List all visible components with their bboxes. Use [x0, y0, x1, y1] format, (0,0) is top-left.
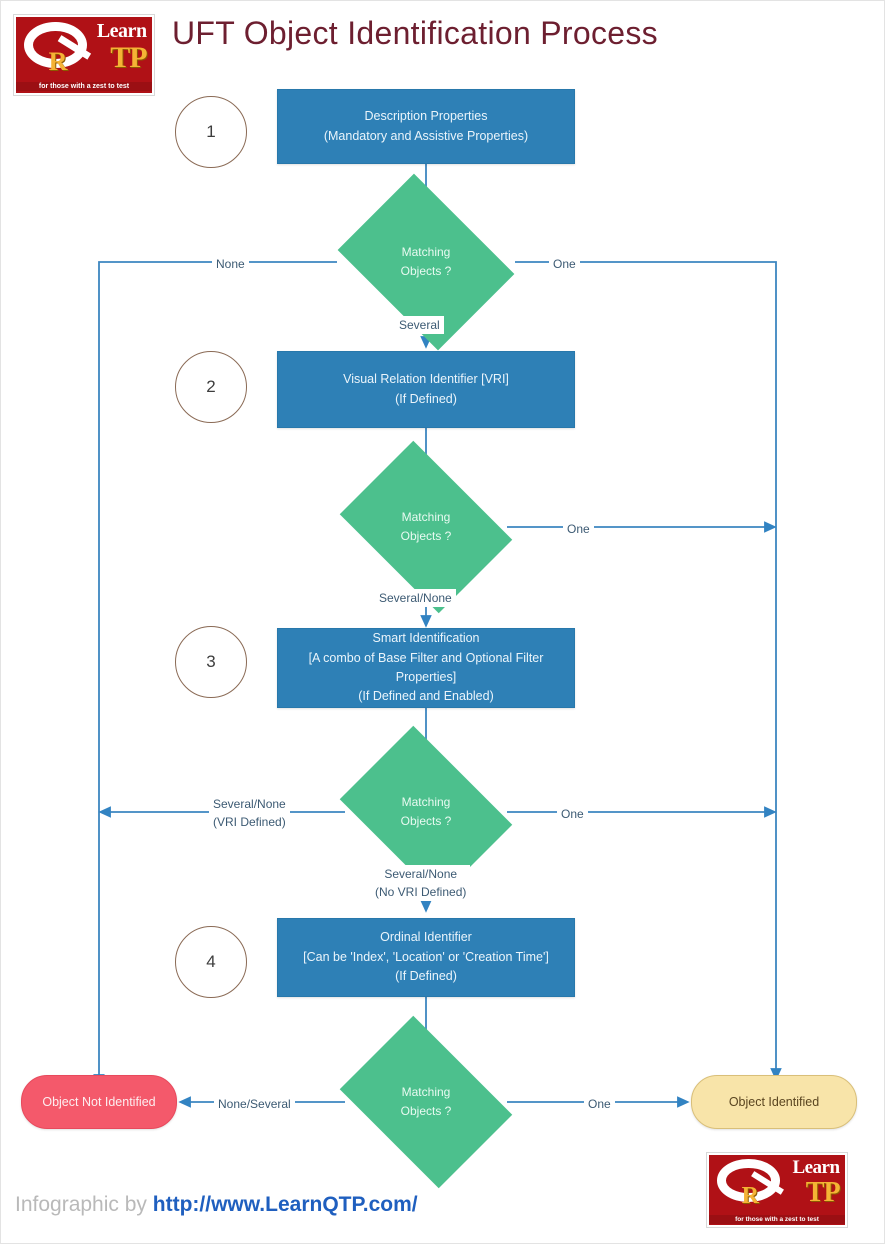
process-box-4-line1: Ordinal Identifier — [380, 930, 472, 945]
process-box-1-line1: Description Properties — [364, 109, 488, 124]
logo-learn-text: Learn — [96, 19, 147, 42]
footer-prefix: Infographic by — [15, 1193, 153, 1216]
process-box-4-line3: (If Defined) — [395, 969, 457, 984]
edge-label-d3-left: Several/None (VRI Defined) — [209, 795, 290, 831]
process-box-1-line2: (Mandatory and Assistive Properties) — [323, 128, 529, 143]
process-box-2-line1: Visual Relation Identifier [VRI] — [343, 372, 509, 387]
decision-2-line1: Matching — [401, 510, 451, 525]
terminal-object-identified[interactable]: Object Identified — [691, 1075, 857, 1129]
decision-diamond-2[interactable]: Matching Objects ? — [339, 440, 513, 614]
edge-label-d3-down-line2: (No VRI Defined) — [375, 885, 467, 899]
step-circle-3: 3 — [175, 626, 247, 698]
edge-label-d1-several: Several — [395, 316, 444, 334]
logo-top-area: Learn — [16, 17, 152, 76]
process-box-smart-identification[interactable]: Smart Identification [A combo of Base Fi… — [277, 628, 575, 708]
logo-footer-top-area: Learn — [709, 1155, 845, 1210]
logo-footer-r-letter: R — [741, 1183, 759, 1210]
terminal-object-not-identified[interactable]: Object Not Identified — [21, 1075, 177, 1129]
step-circle-2: 2 — [175, 351, 247, 423]
decision-diamond-4[interactable]: Matching Objects ? — [339, 1015, 513, 1189]
decision-diamond-1[interactable]: Matching Objects ? — [337, 173, 515, 351]
footer-link[interactable]: http://www.LearnQTP.com/ — [152, 1193, 418, 1216]
edge-label-d3-left-line1: Several/None — [213, 797, 286, 811]
edge-label-d1-one: One — [549, 255, 580, 273]
step-circle-1: 1 — [175, 96, 247, 168]
logo-footer-learn-text: Learn — [792, 1157, 840, 1179]
process-box-3-line1: Smart Identification — [372, 631, 480, 646]
edge-label-d4-one: One — [584, 1095, 615, 1113]
logo-q-letter — [24, 21, 87, 68]
decision-diamond-3[interactable]: Matching Objects ? — [339, 725, 513, 899]
process-box-ordinal-identifier[interactable]: Ordinal Identifier [Can be 'Index', 'Loc… — [277, 918, 575, 997]
logo-r-letter: R — [48, 46, 68, 76]
footer-credit: Infographic by http://www.LearnQTP.com/ — [15, 1193, 418, 1217]
edge-label-d2-one: One — [563, 520, 594, 538]
process-box-4-line2: [Can be 'Index', 'Location' or 'Creation… — [303, 949, 549, 964]
decision-3-line1: Matching — [401, 795, 451, 810]
decision-2-line2: Objects ? — [400, 529, 452, 543]
process-box-3-line2: [A combo of Base Filter and Optional Fil… — [308, 650, 544, 684]
logo-footer-q-letter — [717, 1159, 780, 1202]
process-box-description-properties[interactable]: Description Properties (Mandatory and As… — [277, 89, 575, 164]
edge-label-d2-several-none: Several/None — [375, 589, 456, 607]
edge-label-d3-down: Several/None (No VRI Defined) — [371, 865, 471, 901]
decision-3-line2: Objects ? — [400, 814, 452, 828]
process-box-visual-relation-identifier[interactable]: Visual Relation Identifier [VRI] (If Def… — [277, 351, 575, 428]
decision-1-line1: Matching — [401, 245, 451, 260]
decision-4-line2: Objects ? — [400, 1104, 452, 1118]
edge-label-d3-one: One — [557, 805, 588, 823]
learnqtp-logo-header: Learn R TP for those with a zest to test — [14, 15, 154, 95]
process-box-3-line3: (If Defined and Enabled) — [358, 689, 494, 704]
logo-footer-tagline: for those with a zest to test — [709, 1214, 845, 1224]
decision-1-line2: Objects ? — [400, 264, 452, 278]
edge-label-d4-none-several: None/Several — [214, 1095, 295, 1113]
edge-label-d1-none: None — [212, 255, 249, 273]
learnqtp-logo-footer: Learn R TP for those with a zest to test — [707, 1153, 847, 1227]
edge-label-d3-left-line2: (VRI Defined) — [213, 815, 286, 829]
logo-tagline: for those with a zest to test — [16, 82, 152, 92]
decision-4-line1: Matching — [401, 1085, 451, 1100]
logo-tp-letters: TP — [110, 41, 147, 75]
step-circle-4: 4 — [175, 926, 247, 998]
edge-label-d3-down-line1: Several/None — [384, 867, 458, 881]
page-title: UFT Object Identification Process — [172, 15, 658, 51]
process-box-2-line2: (If Defined) — [395, 391, 457, 406]
logo-footer-tp-letters: TP — [805, 1176, 841, 1208]
